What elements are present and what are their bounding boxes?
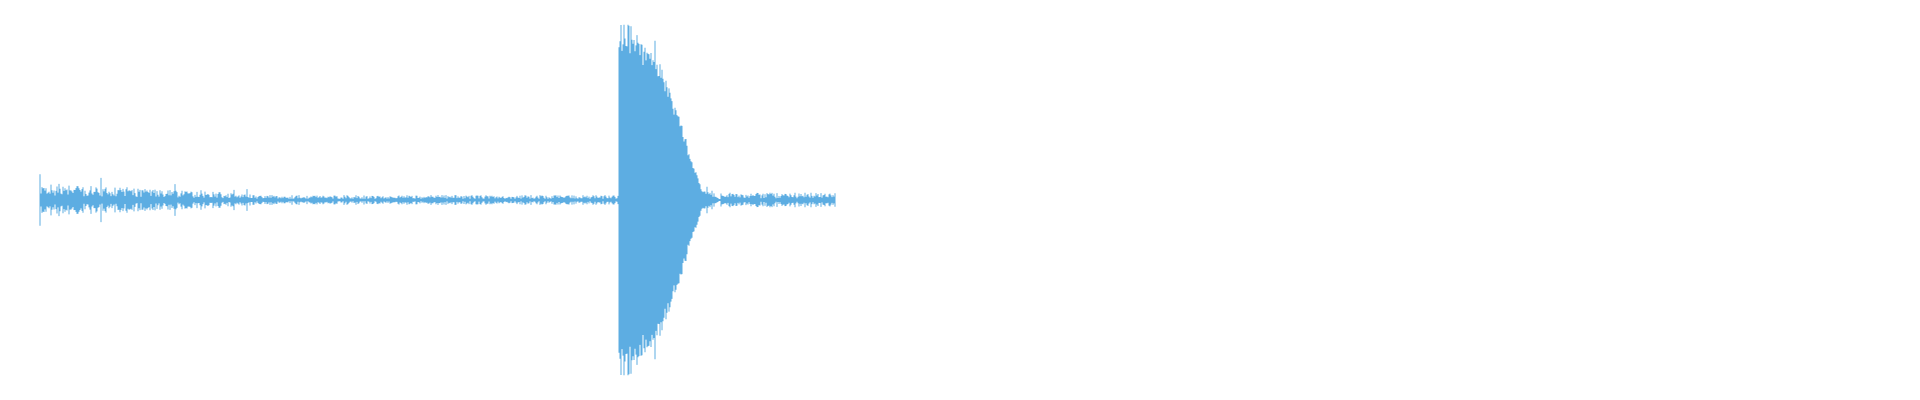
waveform-samples	[39, 24, 836, 376]
